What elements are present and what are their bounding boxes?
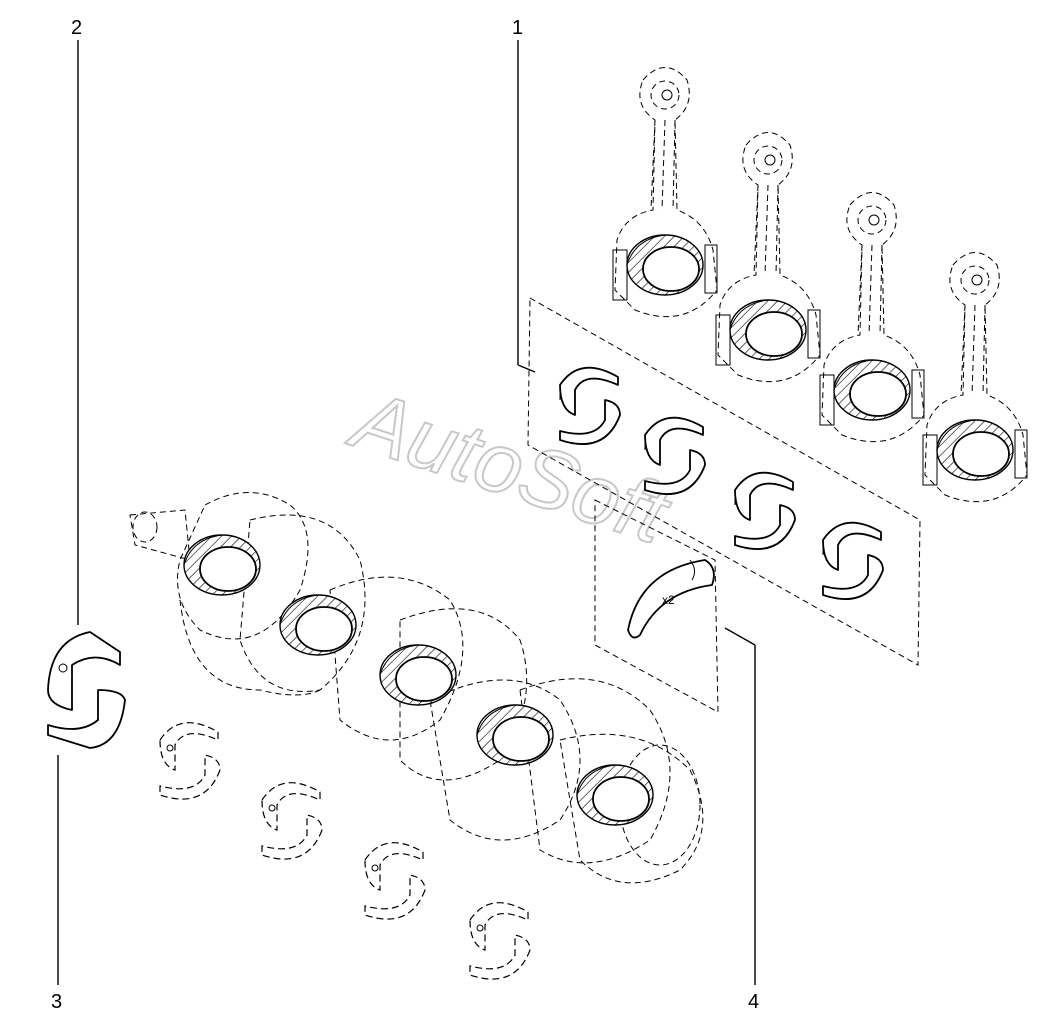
rod-bearing-shell-3 bbox=[734, 471, 796, 550]
main-bearing-shell-lower-1 bbox=[159, 722, 221, 800]
callout-4-leader bbox=[724, 627, 756, 646]
main-journal-bearing-1 bbox=[183, 534, 261, 596]
quantity-label: x2 bbox=[662, 593, 675, 607]
connecting-rod-3 bbox=[820, 193, 924, 442]
callout-3: 3 bbox=[51, 991, 62, 1013]
callout-1: 1 bbox=[512, 17, 523, 39]
connecting-rod-2 bbox=[716, 133, 820, 382]
rod-bearing-shell-1 bbox=[559, 366, 621, 445]
thrust-washer-box bbox=[594, 499, 719, 713]
rod-bearing-shell-4 bbox=[822, 521, 884, 600]
crankshaft bbox=[129, 492, 704, 884]
rod-bearing-shell-2 bbox=[644, 416, 706, 495]
rod-bearing-group-box bbox=[527, 297, 921, 666]
callout-4: 4 bbox=[748, 991, 759, 1013]
crankpin-bearing-2 bbox=[476, 704, 554, 766]
crankpin-bearing-1 bbox=[279, 594, 357, 656]
main-bearing-shell-lower-3 bbox=[364, 842, 426, 920]
thrust-washer bbox=[627, 559, 715, 639]
connecting-rod-1 bbox=[613, 68, 717, 317]
main-journal-bearing-3 bbox=[576, 764, 654, 826]
main-bearing-shell-lower-2 bbox=[261, 782, 323, 860]
connecting-rod-4 bbox=[923, 253, 1027, 502]
watermark-text: AutoSoft bbox=[338, 371, 682, 563]
main-journal-bearing-2 bbox=[379, 644, 457, 706]
main-bearing-shell-lower-4 bbox=[469, 902, 531, 980]
callout-2: 2 bbox=[71, 17, 82, 39]
main-bearing-shell bbox=[47, 631, 126, 749]
